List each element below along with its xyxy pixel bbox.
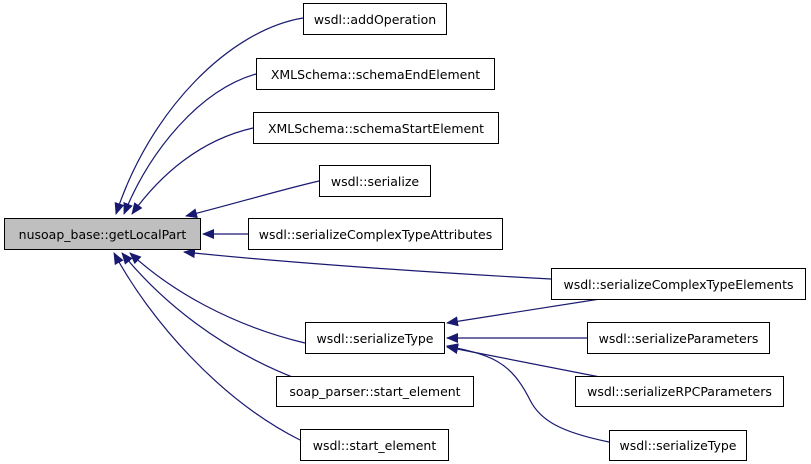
edge-serialize-to-root bbox=[185, 180, 320, 219]
caller-node-sctAttr[interactable]: wsdl::serializeComplexTypeAttributes bbox=[248, 218, 503, 250]
node-label: wsdl::serializeParameters bbox=[598, 330, 759, 346]
caller-node-serRPC[interactable]: wsdl::serializeRPCParameters bbox=[575, 376, 784, 407]
caller-node-sctElem[interactable]: wsdl::serializeComplexTypeElements bbox=[551, 268, 806, 300]
caller-node-serType2[interactable]: wsdl::serializeType bbox=[609, 430, 747, 461]
edge-schemaEnd-to-root bbox=[123, 73, 257, 215]
edge-sctElem-to-serType bbox=[446, 298, 601, 327]
caller-node-soapStart[interactable]: soap_parser::start_element bbox=[276, 376, 474, 407]
node-label: XMLSchema::schemaStartElement bbox=[267, 120, 485, 136]
node-label: soap_parser::start_element bbox=[289, 384, 461, 399]
edge-soapStart-to-root bbox=[121, 252, 301, 381]
node-label: wsdl::serializeType bbox=[619, 438, 737, 453]
caller-node-serialize[interactable]: wsdl::serialize bbox=[319, 165, 431, 197]
node-label: wsdl::serializeType bbox=[316, 330, 434, 346]
edge-serType2-to-serType bbox=[446, 343, 610, 443]
caller-node-schemaEnd[interactable]: XMLSchema::schemaEndElement bbox=[256, 58, 495, 90]
caller-node-schemaStart[interactable]: XMLSchema::schemaStartElement bbox=[253, 112, 499, 144]
edge-sctElem-to-root bbox=[183, 248, 552, 280]
edge-serType-to-root bbox=[129, 252, 306, 344]
node-label: wsdl::serializeComplexTypeAttributes bbox=[258, 226, 493, 242]
node-label: wsdl::serializeRPCParameters bbox=[587, 384, 772, 399]
caller-node-serType[interactable]: wsdl::serializeType bbox=[305, 322, 445, 354]
caller-node-serParams[interactable]: wsdl::serializeParameters bbox=[587, 322, 770, 354]
node-label: wsdl::serializeComplexTypeElements bbox=[563, 276, 794, 292]
root-node: nusoap_base::getLocalPart bbox=[4, 218, 201, 250]
node-label: wsdl::addOperation bbox=[313, 11, 437, 27]
node-label: wsdl::serialize bbox=[330, 173, 420, 189]
node-label: wsdl::start_element bbox=[312, 437, 437, 453]
edge-wsdlStart-to-root bbox=[113, 252, 301, 441]
edge-addOperation-to-root bbox=[114, 17, 304, 215]
caller-node-wsdlStart[interactable]: wsdl::start_element bbox=[300, 429, 449, 461]
node-label: nusoap_base::getLocalPart bbox=[18, 226, 187, 242]
node-label: XMLSchema::schemaEndElement bbox=[270, 66, 481, 82]
edge-schemaStart-to-root bbox=[131, 127, 254, 215]
caller-node-addOperation[interactable]: wsdl::addOperation bbox=[303, 3, 447, 35]
